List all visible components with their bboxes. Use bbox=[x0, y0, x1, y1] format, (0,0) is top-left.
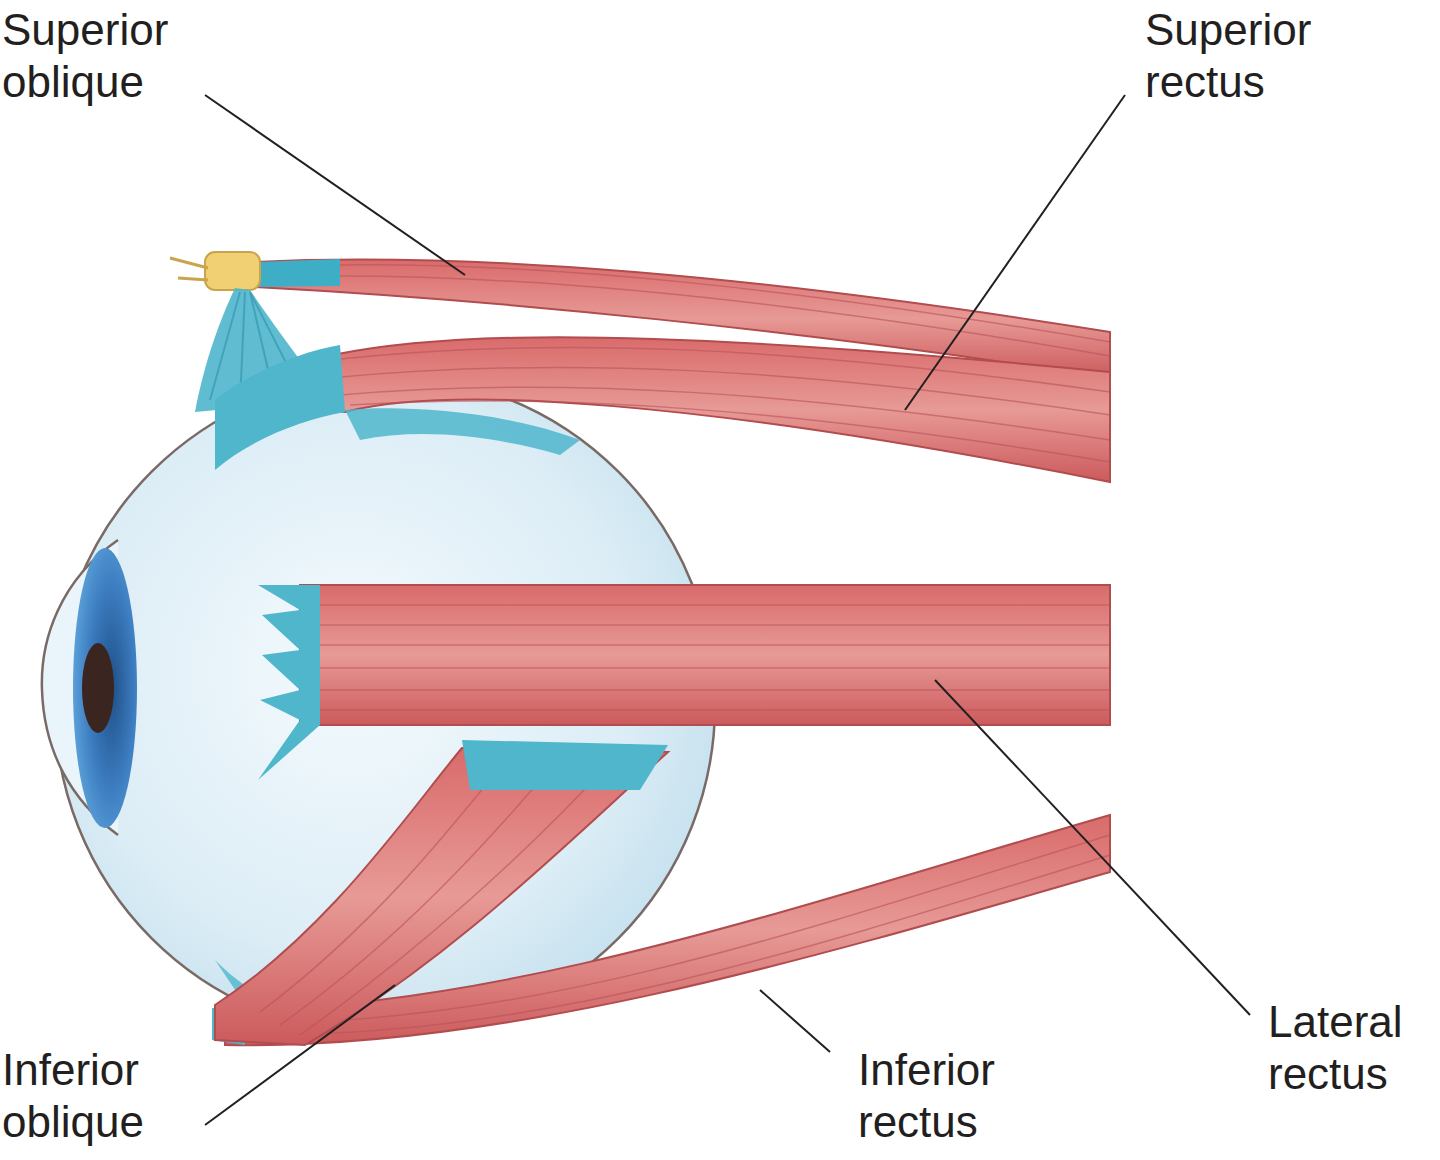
muscle-label: Superior rectus bbox=[1145, 4, 1311, 108]
muscle-label: Inferior oblique bbox=[2, 1044, 144, 1148]
muscle-label: Inferior rectus bbox=[858, 1044, 995, 1148]
muscle-label: Lateral rectus bbox=[1268, 996, 1403, 1100]
muscle-label: Superior oblique bbox=[2, 4, 168, 108]
leader-lines bbox=[205, 95, 1250, 1125]
